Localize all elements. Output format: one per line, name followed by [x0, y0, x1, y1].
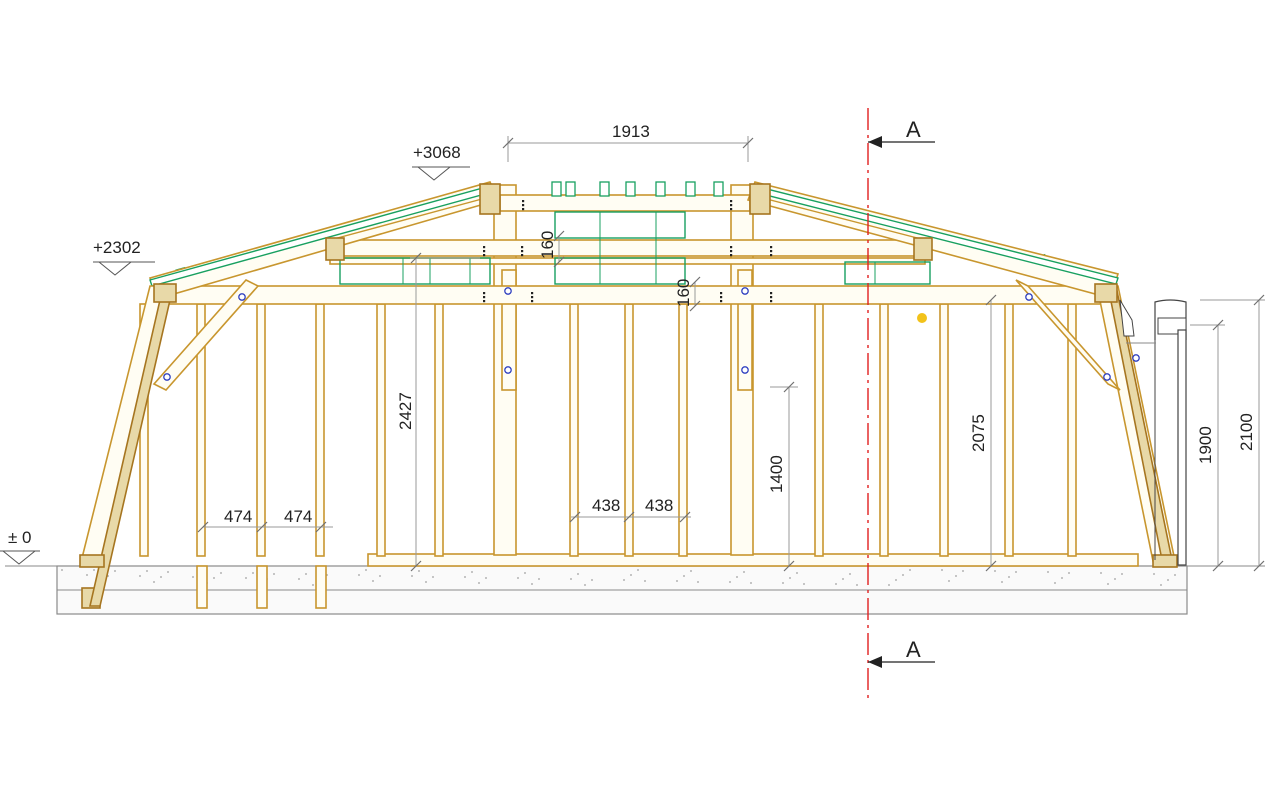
- stud: [939, 303, 949, 557]
- stud: [315, 303, 325, 557]
- stud: [814, 303, 824, 557]
- roof-rafters: [78, 181, 1177, 607]
- bolt: [163, 373, 171, 381]
- dim-door-height: 1900: [1196, 426, 1215, 464]
- bolt: [1025, 293, 1033, 301]
- bolt: [504, 366, 512, 374]
- bolt: [238, 293, 246, 301]
- purlin: [655, 181, 666, 197]
- ground-level-label: ± 0: [8, 528, 32, 547]
- dim-mid-spacing-2: 438: [645, 496, 673, 515]
- section-label-bottom: A: [906, 637, 921, 662]
- bolt: [741, 287, 749, 295]
- dim-top-width: 1913: [612, 122, 650, 141]
- bolt: [1132, 354, 1140, 362]
- purlin: [625, 181, 636, 197]
- purlin: [565, 181, 576, 197]
- horizontal-beams: [159, 194, 1116, 305]
- dim-beam-depth-a: 160: [538, 231, 557, 259]
- eaves-level-label: +2302: [93, 238, 141, 257]
- stud: [434, 303, 444, 557]
- dim-side-height: 2075: [969, 414, 988, 452]
- dim-door-total: 2100: [1237, 413, 1256, 451]
- stud: [879, 303, 889, 557]
- purlin: [551, 181, 562, 197]
- purlin: [685, 181, 696, 197]
- section-label-top: A: [906, 117, 921, 142]
- dimension-lines: [197, 136, 1265, 572]
- purlin: [713, 181, 724, 197]
- green-battens: [339, 211, 931, 285]
- door-frame: [1119, 299, 1187, 566]
- bolts: [163, 287, 1140, 381]
- section-line: [867, 108, 935, 700]
- dim-mid-spacing-1: 438: [592, 496, 620, 515]
- bolt: [741, 366, 749, 374]
- dim-left-spacing-1: 474: [224, 507, 252, 526]
- dim-mid-height: 1400: [767, 455, 786, 493]
- stud: [376, 303, 386, 557]
- ridge-level-label: +3068: [413, 143, 461, 162]
- dim-left-spacing-2: 474: [284, 507, 312, 526]
- stud: [1004, 303, 1014, 557]
- stud: [624, 303, 634, 557]
- wall-studs: [139, 303, 1077, 557]
- level-markers: [0, 166, 470, 565]
- foundation-slab: [5, 565, 1265, 615]
- diagonal-braces: [152, 279, 1121, 391]
- fastener-marks: [483, 200, 773, 303]
- bolt: [1103, 373, 1111, 381]
- stud: [256, 303, 266, 557]
- corner-blocks: [79, 183, 1178, 568]
- dim-total-height: 2427: [396, 392, 415, 430]
- reference-marker: [917, 313, 927, 323]
- dim-beam-depth-b: 160: [674, 279, 693, 307]
- bolt: [504, 287, 512, 295]
- purlin: [599, 181, 610, 197]
